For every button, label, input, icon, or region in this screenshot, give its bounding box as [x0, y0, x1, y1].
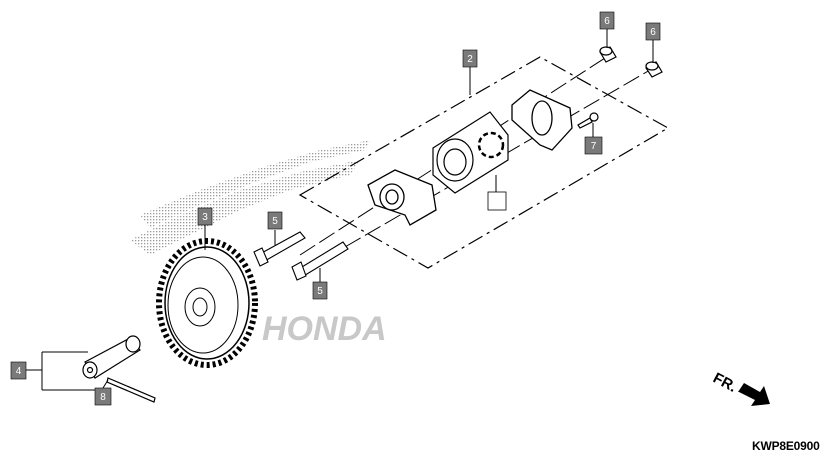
callout-label: 4 — [16, 366, 22, 377]
callout-2[interactable]: 2 — [462, 49, 478, 68]
flange-bolts — [253, 231, 349, 281]
callout-label: 8 — [100, 392, 106, 403]
honda-watermark: HONDA — [262, 310, 387, 348]
leader-lines — [26, 29, 654, 391]
oil-pump-driven-gear — [156, 238, 258, 368]
callout-8[interactable]: 8 — [94, 387, 112, 406]
callout-label: 7 — [591, 141, 597, 152]
diagram-code: KWP8E0900 — [752, 439, 820, 453]
callout-label: 6 — [650, 27, 656, 38]
callout-4[interactable]: 4 — [10, 361, 27, 380]
oil-pump-body — [367, 169, 437, 226]
callout-blank[interactable] — [487, 191, 507, 211]
callout-5a[interactable]: 5 — [267, 211, 283, 230]
oil-pump-rotors — [432, 111, 509, 194]
front-label: FR. — [710, 370, 739, 396]
front-arrow-icon — [738, 383, 770, 406]
front-direction-indicator: FR. — [710, 370, 770, 406]
callout-label: 2 — [467, 54, 473, 65]
callout-label: 5 — [317, 286, 323, 297]
dowel-pins-and-screw — [577, 46, 663, 129]
oil-pump-assembly-outline — [298, 56, 670, 269]
callout-label: 6 — [604, 16, 610, 27]
callout-7[interactable]: 7 — [584, 136, 603, 155]
oil-pump-shaft — [82, 335, 156, 403]
oil-pump-cover — [511, 89, 573, 151]
callout-6b[interactable]: 6 — [645, 22, 661, 41]
callout-3[interactable]: 3 — [197, 207, 213, 226]
callout-6a[interactable]: 6 — [599, 11, 615, 30]
honda-wing-watermark — [130, 140, 370, 255]
callout-label: 3 — [202, 212, 208, 223]
callout-label: 5 — [272, 216, 278, 227]
callout-5b[interactable]: 5 — [312, 281, 328, 300]
